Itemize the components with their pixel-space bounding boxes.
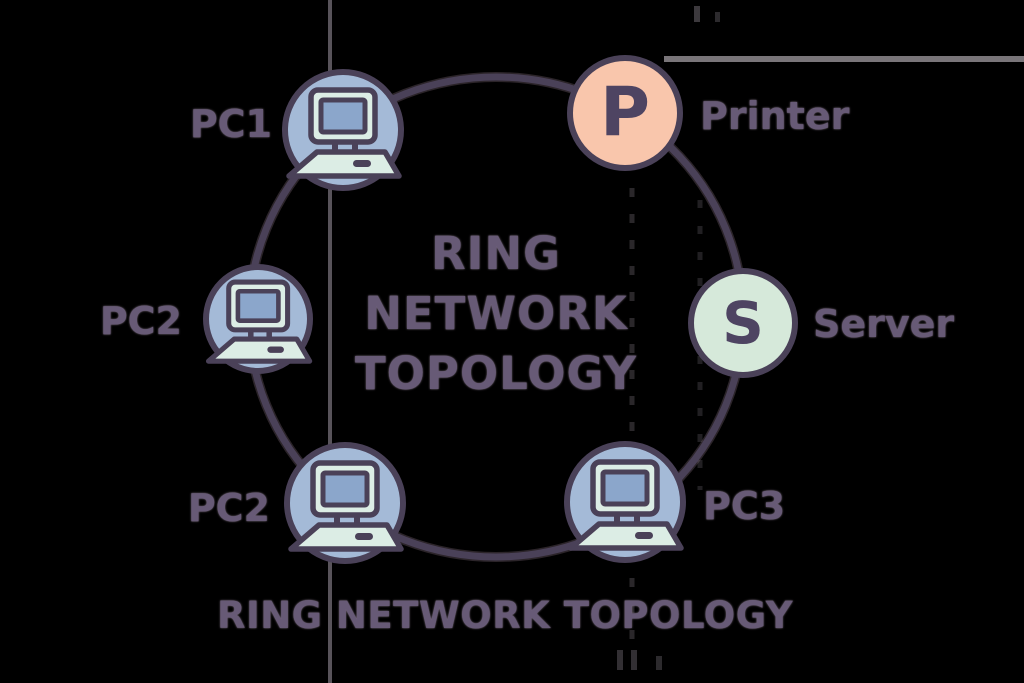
center-title-line1: RING bbox=[431, 227, 561, 280]
center-title-line3: TOPOLOGY bbox=[354, 347, 638, 400]
guide-dash-mark bbox=[617, 650, 623, 670]
node-label-pc3: PC3 bbox=[703, 484, 786, 528]
node-server bbox=[688, 268, 798, 378]
guide-dash-mark bbox=[631, 650, 637, 670]
center-title-line2: NETWORK bbox=[364, 287, 628, 340]
guide-dash-mark bbox=[694, 6, 700, 22]
guide-dash-mark bbox=[656, 656, 662, 670]
printer-letter: P bbox=[600, 73, 650, 152]
guide-dash-mark bbox=[715, 12, 720, 22]
node-printer bbox=[567, 55, 683, 171]
node-label-printer: Printer bbox=[700, 94, 850, 138]
server-letter: S bbox=[722, 289, 764, 357]
vertical-guide-line bbox=[328, 0, 332, 683]
guide-lines bbox=[328, 0, 1024, 683]
horizontal-guide-line bbox=[664, 56, 1024, 62]
node-label-pc2-bottom: PC2 bbox=[187, 486, 270, 530]
node-label-pc1: PC1 bbox=[189, 102, 272, 146]
node-label-server: Server bbox=[813, 302, 955, 346]
center-title: RING NETWORK TOPOLOGY bbox=[296, 224, 696, 404]
bottom-title: RING NETWORK TOPOLOGY bbox=[216, 594, 794, 637]
node-label-pc2-left: PC2 bbox=[99, 299, 182, 343]
